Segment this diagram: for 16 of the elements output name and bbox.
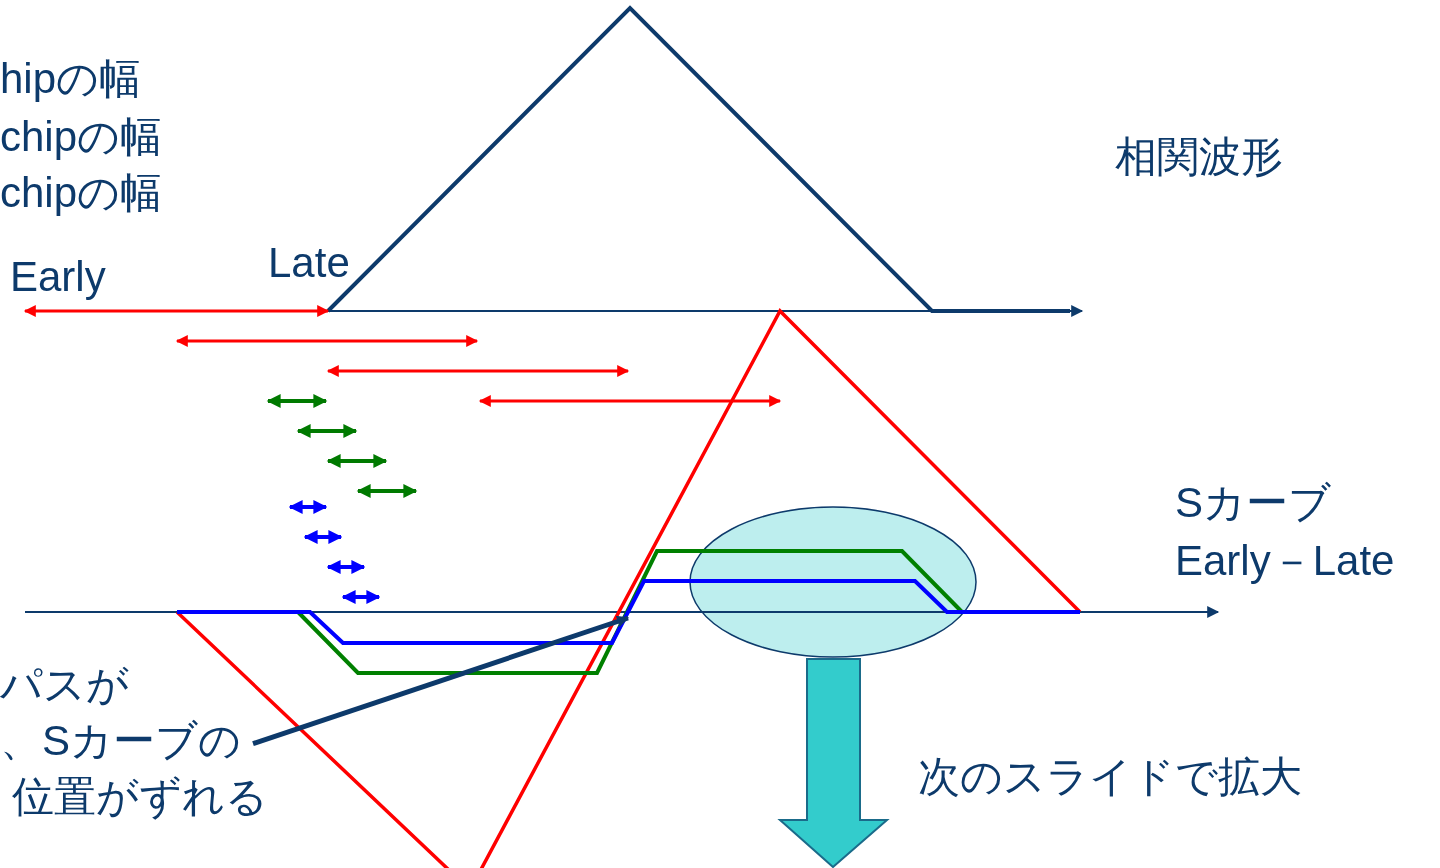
leader-line [252, 615, 630, 747]
s-curve [177, 579, 1080, 645]
label: 相関波形 [1115, 132, 1283, 182]
block-arrow [777, 658, 890, 868]
label: Early [10, 252, 106, 302]
callout-text: 位置がずれる [12, 772, 268, 822]
label: Sカーブ [1175, 478, 1331, 528]
label: hipの幅 [0, 54, 142, 104]
callout-text: パスが [0, 660, 129, 710]
label: 次のスライドで拡大 [918, 752, 1302, 802]
label: Late [268, 238, 350, 288]
callout-text: 、Sカーブの [0, 716, 241, 766]
label: Early－Late [1175, 536, 1395, 586]
highlight-ellipse [689, 506, 977, 658]
label: chipの幅 [0, 168, 163, 218]
label: chipの幅 [0, 112, 163, 162]
